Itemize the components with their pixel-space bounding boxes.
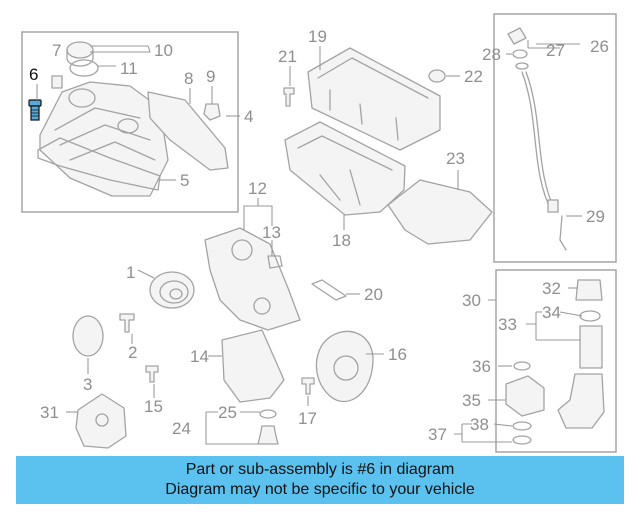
valve-cover-group-box (21, 31, 239, 213)
callout-37: 37 (428, 425, 447, 444)
callout-14: 14 (190, 347, 209, 366)
callout-18: 18 (332, 231, 351, 250)
drain-plug (428, 69, 446, 83)
callout-3: 3 (83, 375, 92, 394)
callout-12: 12 (248, 179, 267, 198)
callout-7: 7 (52, 41, 61, 60)
pulley-bolt (119, 313, 135, 333)
o-ring (512, 435, 532, 445)
dipstick (507, 27, 567, 251)
leader-lines (36, 40, 583, 445)
dipstick-group-box (493, 13, 617, 263)
rear-cover (315, 330, 374, 403)
callout-36: 36 (472, 357, 491, 376)
oil-cooler (505, 375, 545, 417)
callout-30: 30 (462, 291, 481, 310)
callout-24: 24 (172, 419, 191, 438)
sealing-ring (259, 409, 277, 419)
oil-filler-cap (66, 41, 94, 67)
callout-33: 33 (498, 315, 517, 334)
oil-pan-upper (307, 47, 441, 151)
callout-31: 31 (40, 403, 59, 422)
callout-17: 17 (298, 409, 317, 428)
oil-filter-housing (557, 279, 605, 429)
clip (267, 255, 283, 269)
banner-line-2: Diagram may not be specific to your vehi… (165, 481, 475, 498)
callout-15: 15 (144, 397, 163, 416)
info-banner: Part or sub-assembly is #6 in diagram Di… (16, 456, 624, 504)
callout-6-highlighted: 6 (29, 65, 38, 84)
lower-timing-cover (221, 329, 285, 403)
crankshaft-seal (72, 315, 104, 357)
timing-belt-cover (204, 227, 301, 331)
callout-28: 28 (482, 45, 501, 64)
callout-4: 4 (244, 107, 253, 126)
gasket-strip (311, 279, 347, 301)
o-ring (513, 361, 531, 371)
bolt (283, 87, 295, 107)
callout-16: 16 (388, 345, 407, 364)
callout-9: 9 (206, 67, 215, 86)
bolt (145, 365, 159, 383)
callout-29: 29 (586, 207, 605, 226)
callout-5: 5 (180, 171, 189, 190)
oil-pan-lower (284, 121, 406, 216)
exploded-parts-diagram: 1 2 3 4 5 6 7 8 9 10 11 12 13 14 15 16 1… (21, 13, 617, 453)
callout-34: 34 (542, 303, 561, 322)
crankshaft-pulley (149, 271, 195, 309)
callout-2: 2 (128, 343, 137, 362)
part-6-bolt (28, 99, 42, 121)
callout-10: 10 (154, 41, 173, 60)
callout-labels: 1 2 3 4 5 6 7 8 9 10 11 12 13 14 15 16 1… (29, 27, 609, 444)
callout-38: 38 (470, 415, 489, 434)
callout-19: 19 (308, 27, 327, 46)
heat-shield (147, 91, 229, 171)
callout-26: 26 (590, 37, 609, 56)
callout-25: 25 (218, 403, 237, 422)
callout-1: 1 (126, 263, 135, 282)
valve-cover-gasket (37, 137, 161, 191)
sensor (203, 103, 221, 121)
callout-35: 35 (462, 391, 481, 410)
callout-32: 32 (542, 279, 561, 298)
callout-27: 27 (546, 41, 565, 60)
callout-8: 8 (184, 69, 193, 88)
bolt (301, 377, 315, 395)
callout-20: 20 (364, 285, 383, 304)
oil-baffle (387, 179, 493, 245)
cap-seal (69, 59, 99, 77)
callout-22: 22 (464, 67, 483, 86)
callout-13: 13 (262, 223, 281, 242)
callout-11: 11 (120, 59, 138, 78)
stud (51, 75, 63, 89)
callout-21: 21 (278, 47, 297, 66)
callout-23: 23 (446, 149, 465, 168)
o-ring (512, 421, 532, 431)
banner-line-1: Part or sub-assembly is #6 in diagram (185, 461, 455, 478)
oil-filter-group-box (495, 269, 617, 453)
oil-pressure-switch (257, 425, 279, 445)
mount-bracket (75, 393, 127, 449)
